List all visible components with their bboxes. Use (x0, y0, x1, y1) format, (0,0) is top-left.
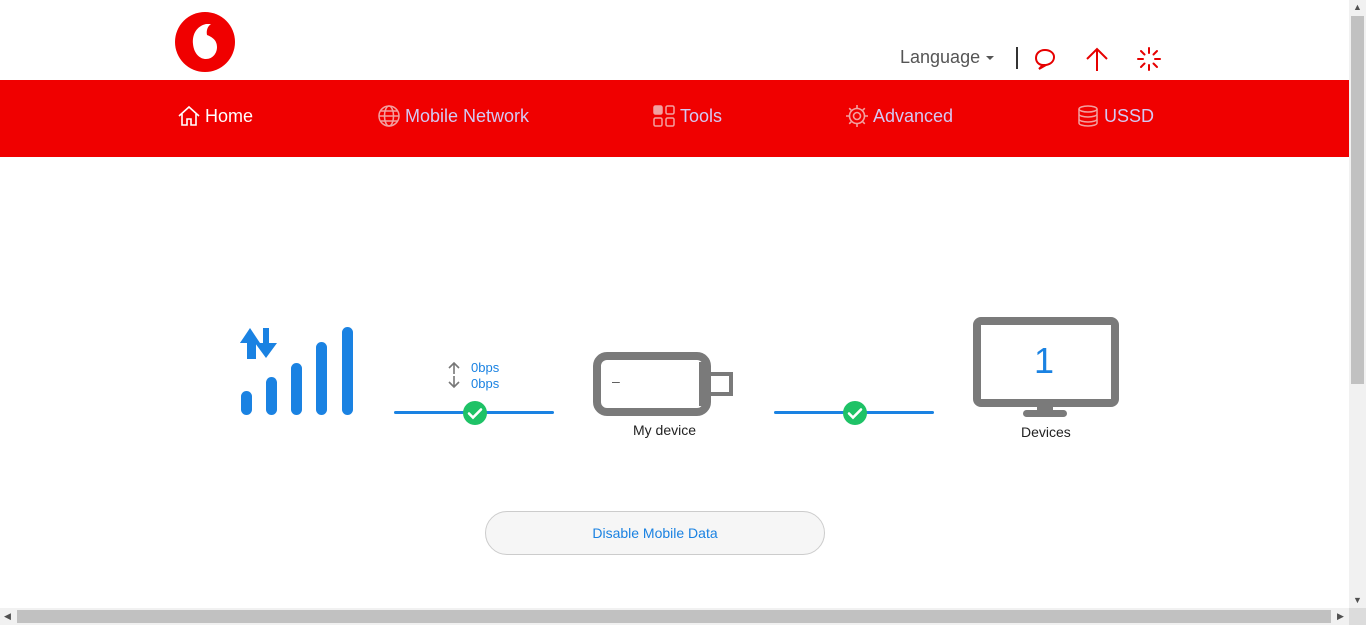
upload-arrow-icon[interactable] (1085, 46, 1109, 72)
vertical-scrollbar-thumb[interactable] (1351, 16, 1364, 384)
grid-icon (653, 105, 675, 127)
download-rate: 0bps (471, 376, 500, 391)
caret-down-icon (986, 55, 995, 60)
database-icon (1078, 105, 1098, 127)
vodafone-logo[interactable] (175, 12, 235, 72)
nav-item-home[interactable]: Home (177, 104, 253, 128)
nav-item-mobile-network[interactable]: Mobile Network (377, 104, 529, 128)
scroll-left-icon[interactable]: ◀ (4, 611, 11, 621)
nav-item-ussd[interactable]: USSD (1076, 104, 1154, 128)
check-icon (463, 401, 487, 425)
gear-icon (846, 105, 868, 127)
scrollbar-corner (1349, 608, 1366, 625)
scroll-down-icon[interactable]: ▼ (1353, 595, 1362, 605)
nav-item-advanced[interactable]: Advanced (845, 104, 953, 128)
usb-modem-icon (593, 352, 733, 416)
loading-spinner-icon[interactable] (1137, 47, 1161, 71)
devices-count[interactable]: 1 (1033, 340, 1055, 381)
nav-label: Advanced (873, 105, 954, 126)
nav-label: Mobile Network (405, 105, 530, 126)
devices-label: Devices (1021, 424, 1071, 440)
monitor-icon (973, 317, 1119, 417)
home-icon (178, 105, 200, 126)
my-device-label: My device (633, 422, 697, 438)
nav-label: Tools (680, 105, 723, 126)
language-dropdown[interactable]: Language (900, 47, 995, 68)
device-battery-text: – (612, 373, 620, 389)
scroll-right-icon[interactable]: ▶ (1337, 611, 1344, 621)
signal-strength-icon (240, 327, 353, 415)
header-divider (1016, 47, 1018, 69)
scroll-up-icon[interactable]: ▲ (1353, 2, 1362, 12)
upload-rate: 0bps (471, 360, 500, 375)
globe-icon (378, 105, 400, 127)
message-icon[interactable] (1033, 47, 1057, 71)
language-label: Language (900, 47, 981, 67)
nav-label: USSD (1104, 105, 1155, 126)
nav-label: Home (205, 105, 254, 126)
upload-download-arrows-icon (448, 361, 460, 389)
horizontal-scrollbar-thumb[interactable] (17, 610, 1331, 623)
check-icon (843, 401, 867, 425)
disable-mobile-data-button[interactable]: Disable Mobile Data (485, 511, 825, 555)
nav-item-tools[interactable]: Tools (652, 104, 722, 128)
